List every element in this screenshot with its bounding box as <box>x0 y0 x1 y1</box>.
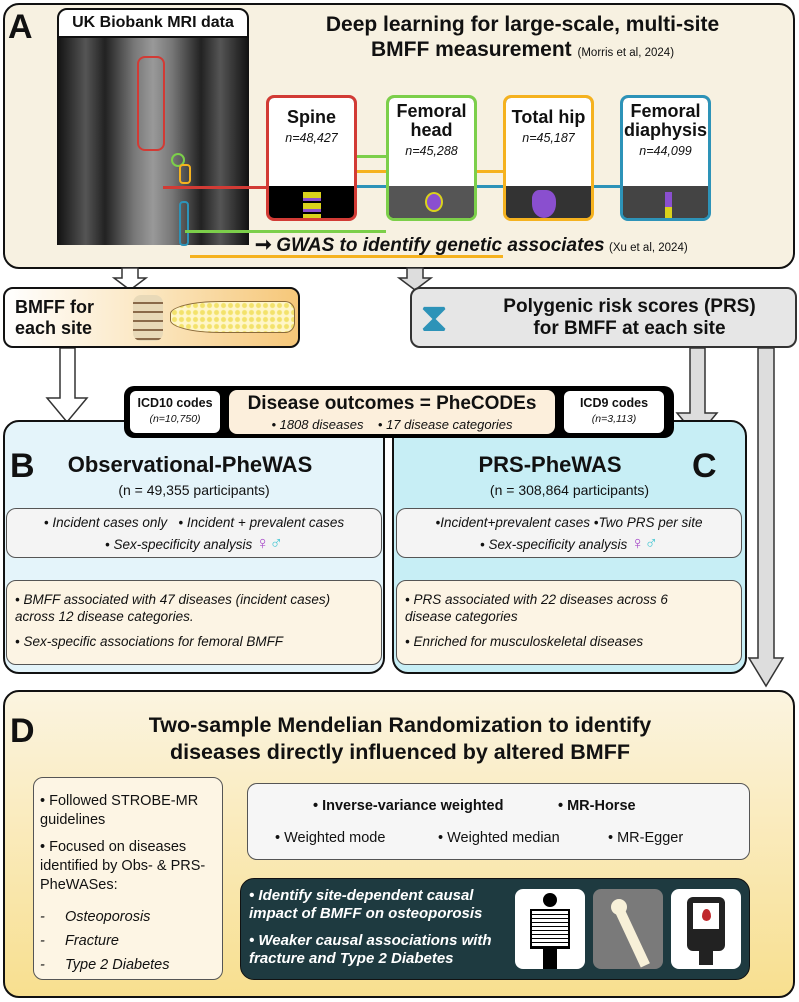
female-icon: ♀ <box>631 533 645 553</box>
dna-icon: ⧗ <box>420 296 449 340</box>
mr-methods-box: • Inverse-variance weighted • MR-Horse •… <box>247 783 750 860</box>
mri-image <box>57 36 249 246</box>
panel-b-subtitle: (n = 49,355 participants) <box>118 482 270 498</box>
female-icon: ♀ <box>256 533 270 553</box>
panel-b-title: Observational-PheWAS <box>67 452 313 477</box>
bone-marrow-icon <box>170 301 295 333</box>
panel-c-letter: C <box>692 447 717 485</box>
glucose-meter-icon <box>671 889 741 969</box>
gwas-line: ➞ GWAS to identify genetic associates (X… <box>255 234 688 256</box>
panel-b-results: • BMFF associated with 47 diseases (inci… <box>6 580 382 665</box>
panel-a-letter: A <box>8 8 33 46</box>
panel-c-subtitle: (n = 308,864 participants) <box>489 482 650 498</box>
panel-c-methods: •Incident+prevalent cases •Two PRS per s… <box>396 508 742 558</box>
bmff-box: BMFF for each site <box>3 287 300 348</box>
skeleton-xray-icon <box>515 889 585 969</box>
disease-outcomes-box: ICD10 codes (n=10,750) Disease outcomes … <box>124 386 674 438</box>
male-icon: ♂ <box>269 533 284 553</box>
mr-findings-box: • Identify site-dependent causal impact … <box>240 878 750 980</box>
vertebra-icon <box>133 295 163 341</box>
panel-d-criteria: • Followed STROBE-MR guidelines • Focuse… <box>33 777 223 980</box>
panel-c-title: PRS-PheWAS <box>478 452 622 477</box>
panel-d-title: Two-sample Mendelian Randomization to id… <box>148 713 652 764</box>
panel-d-letter: D <box>10 712 35 750</box>
panel-a-title: Deep learning for large-scale, multi-sit… <box>325 13 720 61</box>
panel-b-methods: • Incident cases only • Incident + preva… <box>6 508 382 558</box>
male-icon: ♂ <box>644 533 659 553</box>
mri-label: UK Biobank MRI data <box>57 8 249 38</box>
prs-box: ⧗ Polygenic risk scores (PRS) for BMFF a… <box>410 287 797 348</box>
panel-b-letter: B <box>10 447 35 485</box>
fractured-femur-icon <box>593 889 663 969</box>
panel-c-results: • PRS associated with 22 diseases across… <box>396 580 742 665</box>
